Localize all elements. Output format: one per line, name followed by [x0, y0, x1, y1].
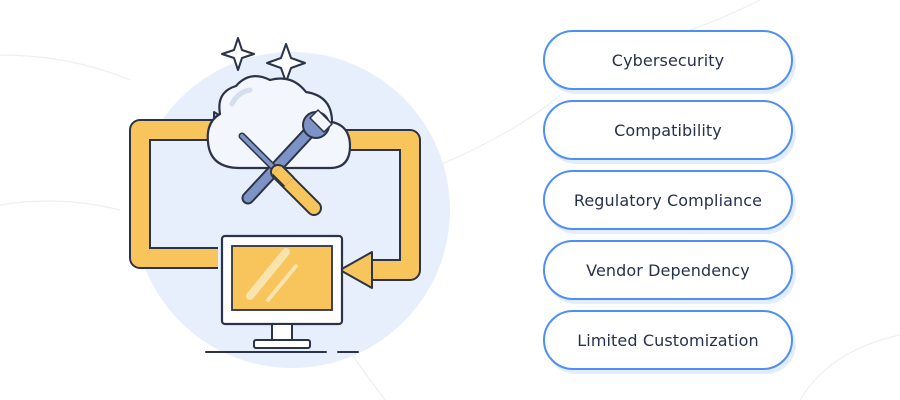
challenge-label: Vendor Dependency — [586, 260, 750, 280]
challenges-list: Cybersecurity Compatibility Regulatory C… — [543, 30, 793, 370]
challenge-pill-vendor-dependency: Vendor Dependency — [543, 240, 793, 300]
cloud-maintenance-illustration — [129, 37, 450, 368]
challenge-label: Regulatory Compliance — [573, 190, 763, 210]
screwdriver-icon — [238, 132, 322, 216]
challenge-pill-limited-customization: Limited Customization — [543, 310, 793, 370]
challenge-pill-cybersecurity: Cybersecurity — [543, 30, 793, 90]
monitor-icon — [205, 234, 359, 353]
wrench-icon — [241, 109, 333, 205]
challenge-pill-compatibility: Compatibility — [543, 100, 793, 160]
challenge-label: Cybersecurity — [611, 50, 725, 70]
challenge-pill-regulatory-compliance: Regulatory Compliance — [543, 170, 793, 230]
sync-arrow-right-icon — [339, 129, 421, 289]
sparkle-icon — [221, 37, 255, 71]
cloud-icon — [206, 75, 352, 170]
challenge-label: Limited Customization — [577, 330, 759, 350]
challenge-label: Compatibility — [614, 120, 722, 140]
